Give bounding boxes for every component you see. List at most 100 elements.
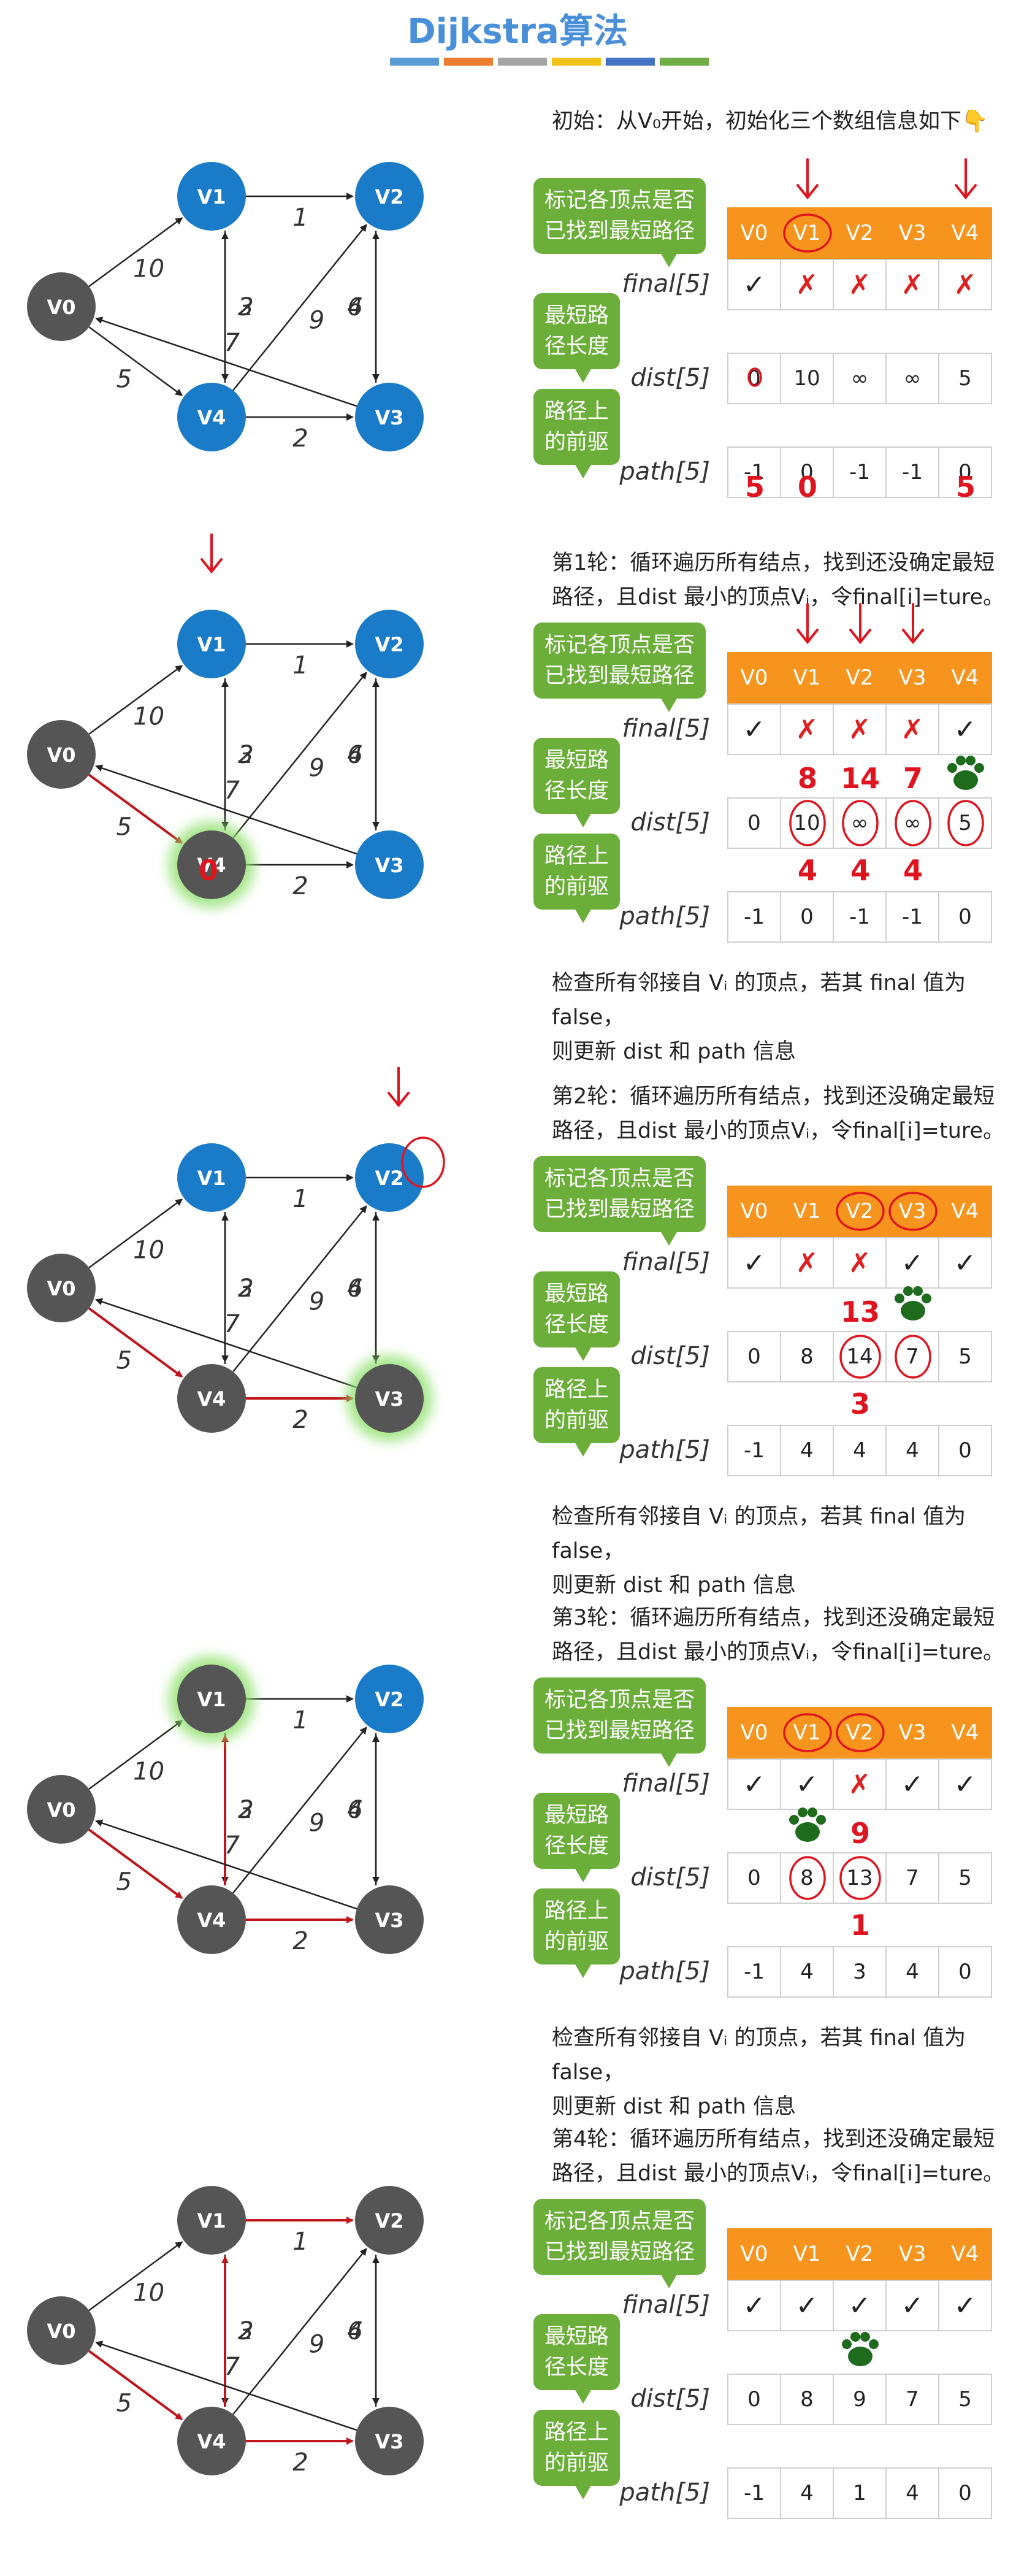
edge-v4-v2	[232, 1727, 367, 1894]
node-label: V4	[197, 1909, 226, 1932]
edge-weight: 6	[347, 293, 362, 321]
edge-v0-v1	[88, 217, 183, 287]
edge-v0-v1	[88, 665, 183, 735]
node-label: V1	[197, 185, 226, 209]
annotation-circle	[783, 1713, 832, 1752]
node-label: V1	[197, 2209, 226, 2233]
node-v4	[177, 1364, 246, 1433]
step-description: 第2轮：循环遍历所有结点，找到还没确定最短 路径，且dist 最小的顶点Vᵢ，令…	[552, 1084, 1005, 1143]
edge-v3-v0	[94, 1298, 357, 1389]
row-label-path: path[5]	[619, 2478, 710, 2507]
path-cell: 0	[938, 2467, 992, 2519]
dist-cell: 5	[938, 1852, 992, 1904]
label-dist: 最短路 径长度	[533, 293, 621, 383]
edge-weight: 10	[133, 255, 164, 283]
node-v1	[177, 1143, 246, 1212]
color-accent-bar	[390, 58, 709, 66]
final-cell: ✓	[885, 1758, 939, 1810]
edge-weight: 5	[116, 2389, 132, 2417]
final-cell: ✓	[938, 1758, 992, 1810]
edge-v3-v0	[94, 2340, 357, 2431]
final-cell: ✗	[833, 703, 887, 755]
dist-cell: 8	[780, 1852, 834, 1904]
annotation-circle	[947, 800, 984, 846]
label-dist: 最短路 径长度	[533, 2314, 621, 2404]
dist-cell: 5	[938, 353, 992, 404]
edge-weight: 2	[292, 2448, 308, 2477]
annotation-circle	[839, 1856, 881, 1900]
node-label: V1	[197, 1688, 226, 1711]
row-final: ✓✓✗✓✓	[727, 1758, 992, 1810]
edge-weight: 1	[292, 1706, 308, 1735]
edge-weight: 6	[347, 2317, 362, 2345]
label-dist: 最短路 径长度	[533, 1271, 621, 1361]
dist-cell: 10	[780, 797, 834, 849]
header-cell: V1	[780, 2228, 834, 2280]
final-cell: ✓	[727, 1237, 781, 1289]
annotation-overlay: 133	[388, 1067, 938, 1420]
annotation-text: 9	[850, 1817, 870, 1850]
row-label-final: final[5]	[622, 270, 710, 298]
label-path: 路径上 的前驱	[533, 2410, 621, 2499]
path-cell: 0	[938, 447, 992, 498]
node-label: V3	[375, 1909, 403, 1932]
edge-weight: 3	[238, 293, 253, 321]
annotation-text: 4	[798, 854, 817, 887]
row-label-path: path[5]	[619, 458, 710, 486]
edge-weight: 4	[347, 741, 362, 769]
accent-bar-0	[390, 58, 439, 66]
node-label: V4	[197, 854, 226, 877]
annotation-text: 3	[850, 1387, 870, 1420]
annotation-circle	[842, 800, 879, 846]
dist-cell: 7	[885, 1852, 939, 1904]
paw-icon	[789, 1807, 826, 1842]
annotation-arrow	[849, 603, 871, 645]
path-cell: 0	[938, 1946, 992, 1998]
edge-weight: 2	[292, 872, 308, 900]
final-cell: ✓	[780, 2280, 834, 2331]
node-v0	[27, 1775, 96, 1844]
accent-bar-1	[444, 58, 493, 66]
edge-weight: 5	[116, 365, 132, 393]
annotation-arrow	[796, 158, 819, 200]
edge-v0-v1	[88, 1720, 183, 1790]
path-cell: 4	[885, 2467, 939, 2519]
edge-weight: 5	[116, 1346, 132, 1374]
node-label: V0	[47, 1277, 75, 1300]
path-cell: 4	[885, 1425, 939, 1476]
edge-weight: 2	[292, 1927, 308, 1955]
edge-weight: 7	[224, 1310, 240, 1338]
label-dist: 最短路 径长度	[533, 1793, 621, 1882]
edge-weight: 2	[292, 424, 308, 453]
edge-weight: 9	[309, 1287, 324, 1316]
annotation-circle	[836, 1192, 885, 1231]
node-v3	[355, 1885, 424, 1954]
node-v2	[355, 162, 424, 231]
row-final: ✓✗✗✗✓	[727, 703, 992, 755]
row-label-dist: dist[5]	[630, 1863, 710, 1892]
header-cell: V1	[780, 1186, 834, 1237]
row-label-final: final[5]	[622, 715, 710, 743]
header-cell: V0	[727, 1707, 781, 1758]
row-label-dist: dist[5]	[630, 364, 710, 392]
path-cell: -1	[885, 891, 939, 943]
node-v1	[177, 162, 246, 231]
annotation-text: 7	[903, 762, 923, 795]
edge-weight: 4	[347, 1275, 362, 1303]
path-cell: 1	[833, 2467, 887, 2519]
path-cell: 0	[938, 1425, 992, 1476]
annotation-text: 0	[798, 470, 817, 504]
header-cell: V2	[833, 2228, 887, 2280]
node-label: V0	[47, 743, 75, 767]
